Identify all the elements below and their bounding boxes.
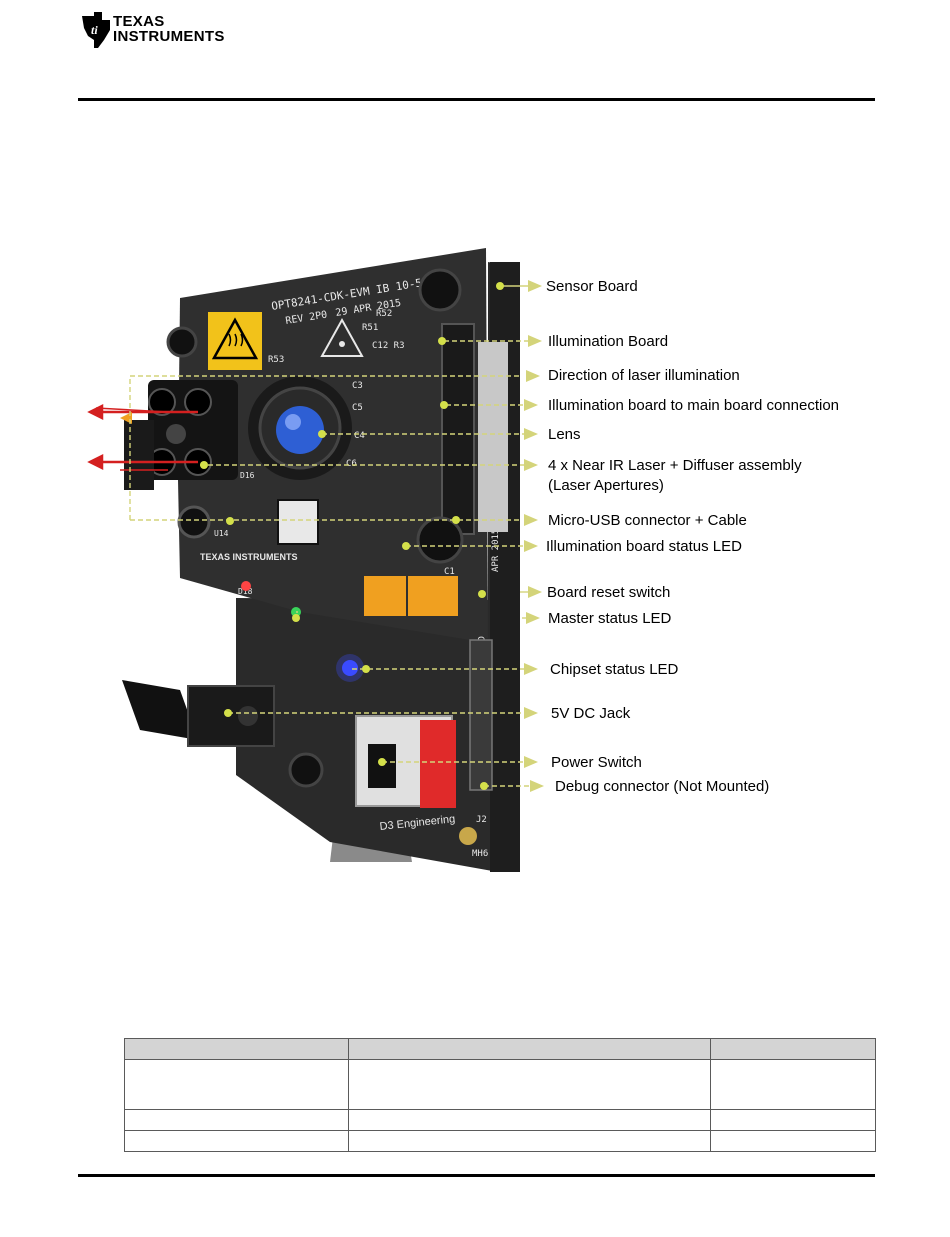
qr-code — [277, 499, 319, 545]
callout-board-connection: Illumination board to main board connect… — [548, 397, 840, 414]
ti-wordmark: TEXAS INSTRUMENTS — [113, 14, 225, 44]
table-cell — [348, 1109, 711, 1131]
table-cell — [348, 1130, 711, 1152]
callout-anchor-dots — [200, 282, 504, 790]
silk-c6: C6 — [346, 459, 357, 469]
callout-arrowheads — [524, 280, 544, 792]
silk-c5: C5 — [352, 403, 363, 413]
table-cell — [710, 1059, 876, 1110]
table-row — [124, 1059, 876, 1110]
silk-c1: C1 — [444, 567, 455, 577]
silk-r52: R52 — [376, 309, 392, 319]
callout-micro-usb: Micro-USB connector + Cable — [548, 512, 747, 529]
logo-line-1: TEXAS — [113, 13, 165, 30]
callout-debug-connector: Debug connector (Not Mounted) — [555, 778, 770, 795]
silk-d16: D16 — [240, 471, 255, 480]
board-to-board-connector — [441, 323, 508, 535]
micro-usb-connector — [177, 505, 211, 539]
callout-laser-direction: Direction of laser illumination — [548, 367, 740, 384]
callout-laser-diffuser: 4 x Near IR Laser + Diffuser assembly — [548, 457, 802, 474]
footer-rule — [78, 1174, 875, 1177]
callout-lens: Lens — [548, 426, 581, 443]
table-cell — [124, 1059, 349, 1110]
power-switch — [355, 715, 456, 808]
hot-surface-warning-icon — [208, 312, 262, 370]
lens-icon — [248, 376, 352, 480]
debug-connector — [469, 639, 493, 791]
table-row — [124, 1109, 876, 1131]
component-table — [124, 1038, 876, 1152]
ti-logo-icon: ti — [82, 12, 110, 48]
table-cell — [124, 1109, 349, 1131]
logo-line-2: INSTRUMENTS — [113, 28, 225, 45]
callout-illumination-led: Illumination board status LED — [546, 538, 742, 555]
callout-power-switch: Power Switch — [551, 754, 642, 771]
silk-mh6: MH6 — [472, 849, 488, 859]
dc-jack — [122, 680, 275, 747]
silk-c3: C3 — [352, 381, 363, 391]
table-header-cell — [348, 1038, 711, 1060]
table-cell — [124, 1130, 349, 1152]
silk-date-main: APR 2015 — [491, 529, 501, 572]
table-header-cell — [124, 1038, 349, 1060]
table-header-row — [124, 1038, 876, 1060]
chipset-status-led — [342, 660, 358, 676]
silk-r53: R53 — [268, 355, 284, 365]
silk-c4: C4 — [354, 431, 365, 441]
silk-r51: R51 — [362, 323, 378, 333]
callout-leaders — [129, 285, 532, 787]
silk-ti-logo: TEXAS INSTRUMENTS — [200, 552, 298, 562]
callout-illumination-board: Illumination Board — [548, 333, 669, 350]
silk-u14: U14 — [214, 529, 229, 538]
svg-text:ti: ti — [91, 23, 98, 37]
illumination-status-led — [241, 581, 251, 591]
table-cell — [710, 1130, 876, 1152]
callout-reset-switch: Board reset switch — [547, 584, 671, 601]
table-cell — [348, 1059, 711, 1110]
silk-c12: C12 R3 — [372, 341, 405, 351]
callout-sensor-board: Sensor Board — [546, 278, 638, 295]
callout-chipset-led: Chipset status LED — [550, 661, 679, 678]
laser-direction-arrows — [87, 403, 198, 471]
header-rule — [78, 98, 875, 101]
table-row — [124, 1130, 876, 1152]
callout-laser-apertures: (Laser Apertures) — [548, 477, 664, 494]
table-header-cell — [710, 1038, 876, 1060]
callout-master-led: Master status LED — [548, 610, 672, 627]
laser-diffuser-assembly — [124, 380, 238, 490]
laser-warning-icon — [320, 317, 364, 357]
table-cell — [710, 1109, 876, 1131]
silk-d18: D18 — [238, 587, 253, 596]
callout-dc-jack: 5V DC Jack — [551, 705, 631, 722]
silk-j2: J2 — [476, 815, 487, 825]
tantalum-capacitors — [364, 576, 458, 616]
